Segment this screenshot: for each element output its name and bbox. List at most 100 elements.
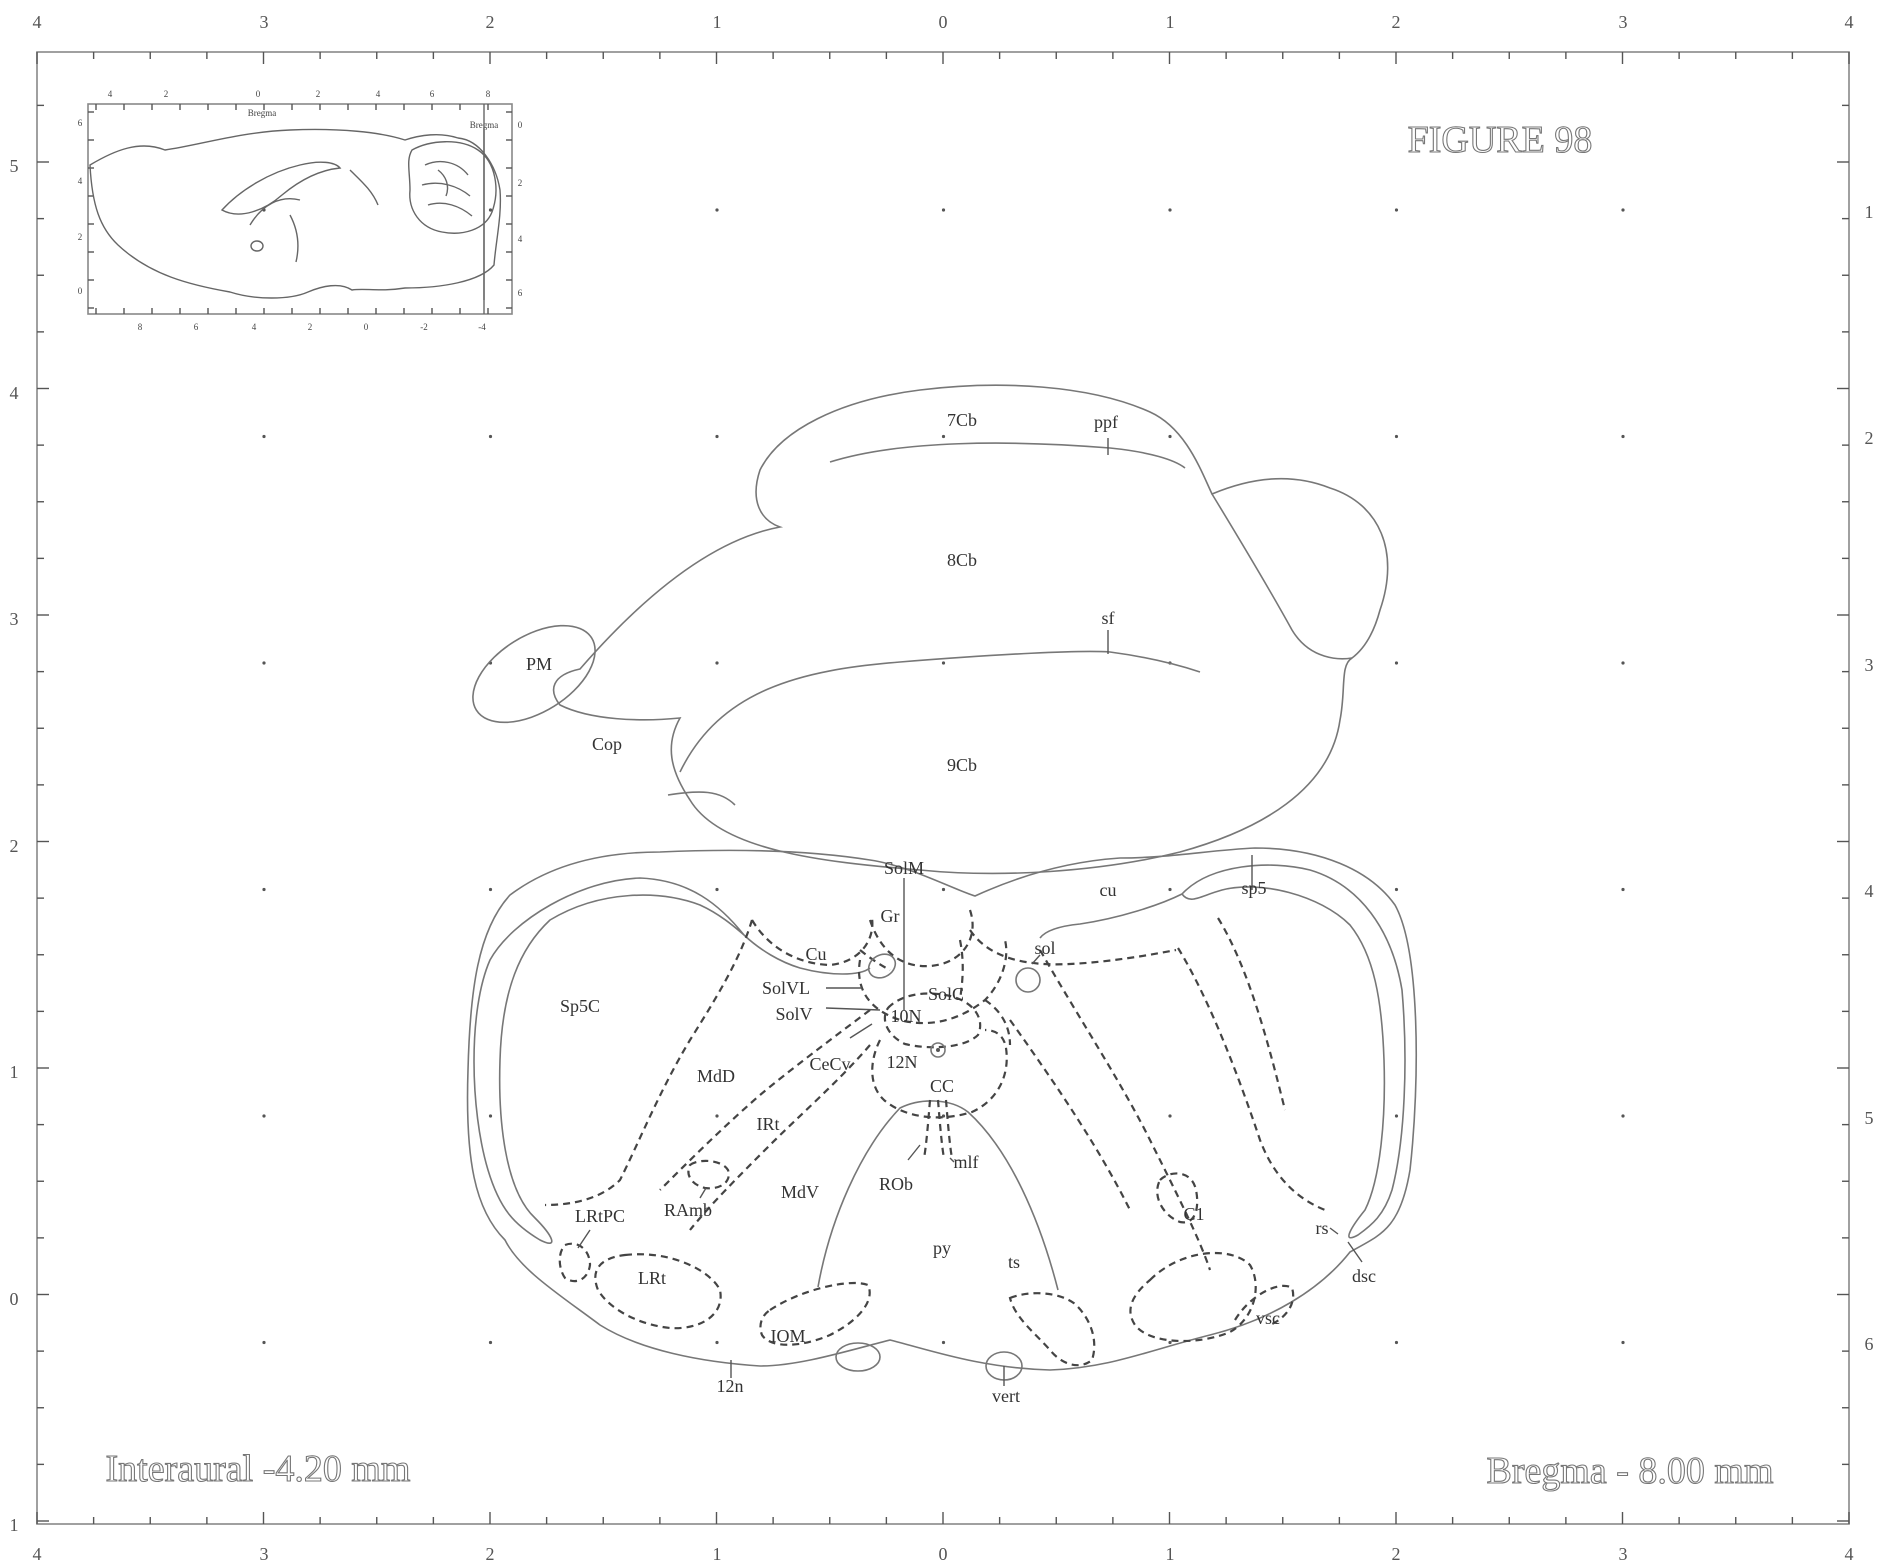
grid-dot bbox=[942, 1341, 945, 1344]
copula-boundary bbox=[668, 792, 735, 805]
grid-dot bbox=[1621, 1114, 1624, 1117]
label-mdv: MdV bbox=[781, 1182, 819, 1202]
medulla-outline bbox=[467, 848, 1416, 1370]
inset-right-tick-label: 0 bbox=[518, 120, 523, 130]
grid-dot bbox=[1395, 435, 1398, 438]
pyramid-right-dashed bbox=[1010, 1293, 1094, 1365]
hypoglossal-root-vessel bbox=[836, 1343, 880, 1371]
inset-bottom-tick-label: 4 bbox=[252, 322, 257, 332]
top-scale: 4 3 2 1 0 1 2 3 4 bbox=[33, 12, 1854, 32]
label-c1: C1 bbox=[1183, 1204, 1204, 1224]
top-scale-label: 3 bbox=[260, 12, 269, 32]
grid-dot bbox=[262, 888, 265, 891]
grid-dot bbox=[489, 1114, 492, 1117]
top-scale-label: 1 bbox=[1166, 12, 1175, 32]
label-mlf: mlf bbox=[954, 1152, 979, 1172]
inset-left-tick-label: 0 bbox=[78, 286, 83, 296]
bottom-scale-label: 2 bbox=[486, 1544, 495, 1564]
sagittal-small-structure bbox=[251, 241, 263, 251]
grid-dot bbox=[1621, 888, 1624, 891]
inset-top-tick-label: 4 bbox=[108, 89, 113, 99]
grid-dot bbox=[1621, 661, 1624, 664]
lrtpc-left bbox=[560, 1244, 590, 1281]
left-scale-label: 2 bbox=[10, 836, 19, 856]
left-scale-label: 3 bbox=[10, 609, 19, 629]
grid-dot bbox=[715, 888, 718, 891]
solv-pointer bbox=[826, 1008, 880, 1010]
label-solvl: SolVL bbox=[762, 978, 810, 998]
label-sol: sol bbox=[1034, 938, 1055, 958]
grid-dot bbox=[1168, 888, 1171, 891]
top-scale-label: 3 bbox=[1619, 12, 1628, 32]
inset-left-tick-label: 6 bbox=[78, 118, 83, 128]
inset-top-tick-label: 0 bbox=[256, 89, 261, 99]
inset-bottom-tick-label: 2 bbox=[308, 322, 313, 332]
right-scale-label: 5 bbox=[1865, 1108, 1874, 1128]
top-scale-label: 0 bbox=[939, 12, 948, 32]
label-mdd: MdD bbox=[697, 1066, 735, 1086]
right-scale-label: 2 bbox=[1865, 428, 1874, 448]
ramb-pointer bbox=[700, 1188, 706, 1198]
label-py: py bbox=[933, 1238, 951, 1258]
inset-bottom-tick-label: 6 bbox=[194, 322, 199, 332]
grid-dot bbox=[715, 435, 718, 438]
bottom-scale-label: 1 bbox=[1166, 1544, 1175, 1564]
label-vsc: vsc bbox=[1256, 1308, 1280, 1328]
left-scale: 5 4 3 2 1 0 1 bbox=[10, 156, 19, 1535]
bottom-scale-label: 3 bbox=[260, 1544, 269, 1564]
sagittal-brain-outline bbox=[90, 129, 500, 298]
grid-dot bbox=[489, 435, 492, 438]
inset-top-tick-label: 4 bbox=[376, 89, 381, 99]
label-sf: sf bbox=[1102, 608, 1115, 628]
label-vert: vert bbox=[992, 1386, 1020, 1406]
inset-top-tick-label: 2 bbox=[316, 89, 321, 99]
right-scale-label: 1 bbox=[1865, 202, 1874, 222]
left-scale-label: 1 bbox=[10, 1062, 19, 1082]
grid-dot bbox=[262, 1114, 265, 1117]
grid-dot bbox=[1621, 1341, 1624, 1344]
grid-dot bbox=[489, 1341, 492, 1344]
grid-dot bbox=[262, 661, 265, 664]
bregma-label: Bregma - 8.00 mm bbox=[1486, 1450, 1773, 1492]
grid-dot bbox=[1395, 1114, 1398, 1117]
lateral-reticular-left bbox=[595, 1254, 720, 1328]
top-scale-label: 1 bbox=[713, 12, 722, 32]
bottom-scale: 4 3 2 1 0 1 2 3 4 bbox=[33, 1544, 1854, 1564]
structure-labels: 7Cb ppf 8Cb sf PM Cop 9Cb SolM Gr cu sp5… bbox=[526, 410, 1376, 1406]
figure-title: FIGURE 98 bbox=[1408, 119, 1593, 161]
inset-bregma-label: Bregma bbox=[248, 108, 277, 118]
label-solm: SolM bbox=[884, 858, 924, 878]
bottom-scale-label: 4 bbox=[33, 1544, 42, 1564]
sagittal-cerebellum bbox=[409, 142, 496, 233]
sagittal-brainstem-line bbox=[290, 170, 378, 262]
bottom-scale-label: 4 bbox=[1845, 1544, 1854, 1564]
left-scale-label: 1 bbox=[10, 1515, 19, 1535]
rs-pointer bbox=[1330, 1228, 1338, 1234]
label-12n-nerve: 12n bbox=[717, 1376, 744, 1396]
grid-dot bbox=[1168, 435, 1171, 438]
top-scale-label: 4 bbox=[1845, 12, 1854, 32]
label-10n: 10N bbox=[891, 1006, 922, 1026]
label-solc: SolC bbox=[928, 984, 964, 1004]
grid-dot bbox=[715, 1341, 718, 1344]
hemisphere-boundary bbox=[1212, 494, 1352, 659]
grid-dot bbox=[1395, 661, 1398, 664]
label-lrtpc: LRtPC bbox=[575, 1206, 625, 1226]
grid-dot bbox=[489, 888, 492, 891]
label-ts: ts bbox=[1008, 1252, 1020, 1272]
left-scale-label: 4 bbox=[10, 383, 19, 403]
right-dorsal-region bbox=[970, 930, 1176, 964]
figure-frame bbox=[37, 52, 1849, 1524]
label-lrt: LRt bbox=[638, 1268, 666, 1288]
left-scale-label: 0 bbox=[10, 1289, 19, 1309]
grid-dot bbox=[1168, 1114, 1171, 1117]
bottom-scale-label: 3 bbox=[1619, 1544, 1628, 1564]
nucleus-ambiguus-left bbox=[688, 1161, 728, 1188]
label-iom: IOM bbox=[771, 1326, 806, 1346]
central-canal-center bbox=[936, 1048, 940, 1052]
right-scale-label: 4 bbox=[1865, 881, 1874, 901]
spinal-trigeminal-tract-right bbox=[1182, 865, 1405, 1238]
grid-dot bbox=[1621, 435, 1624, 438]
label-gr: Gr bbox=[881, 906, 900, 926]
